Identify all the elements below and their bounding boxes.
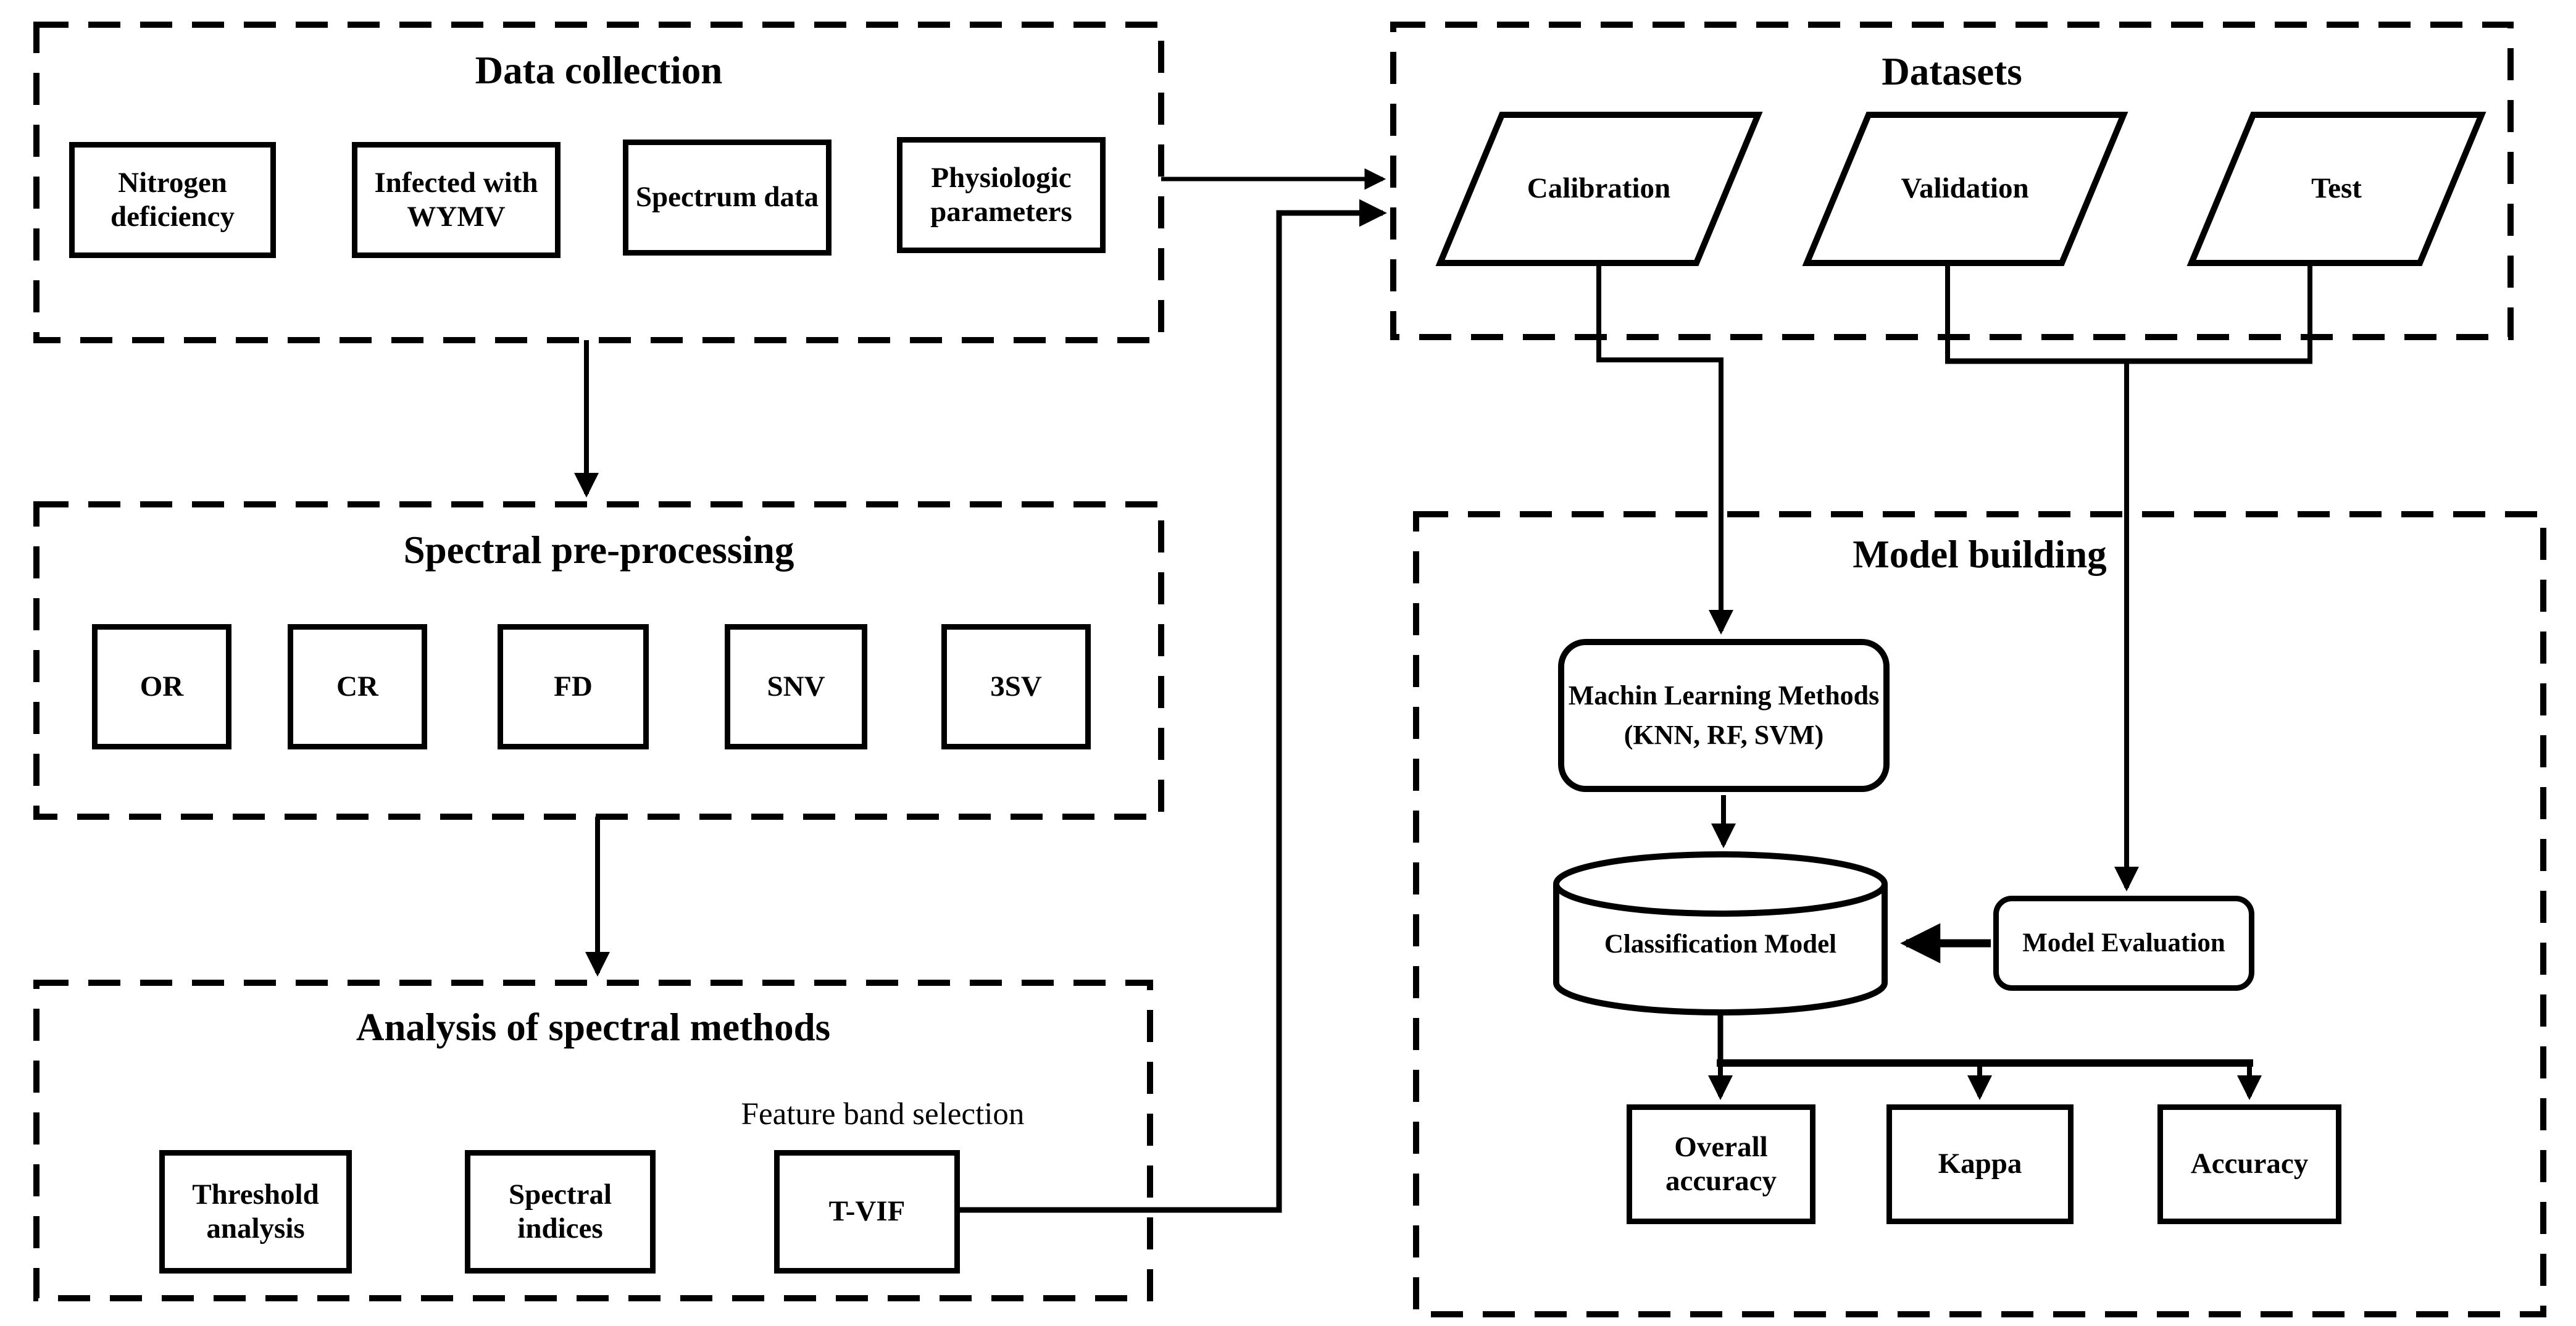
overall-accuracy-box: Overall accuracy: [1627, 1104, 1815, 1224]
data-collection-frame: [33, 22, 1164, 343]
spectral-indices-box: Spectral indices: [465, 1150, 656, 1274]
tvif-box: T-VIF: [774, 1150, 960, 1274]
kappa-box: Kappa: [1886, 1104, 2074, 1224]
arrow-tvif-to-datasets: [960, 199, 1387, 1213]
or-box: OR: [92, 624, 231, 749]
nitrogen-deficiency-box: Nitrogen deficiency: [69, 142, 276, 258]
cr-box: CR: [288, 624, 427, 749]
datasets-frame: [1390, 22, 2514, 340]
calibration-parallelogram: [1435, 112, 1763, 266]
snv-box: SNV: [725, 624, 867, 749]
classification-cylinder-body: [1553, 884, 1888, 1015]
threshold-analysis-box: Threshold analysis: [159, 1150, 352, 1274]
test-parallelogram: [2186, 112, 2486, 266]
datasets-title: Datasets: [1882, 50, 2022, 93]
analysis-frame: [33, 980, 1153, 1301]
accuracy-box: Accuracy: [2157, 1104, 2341, 1224]
ml-methods-box: Machin Learning Methods (KNN, RF, SVM): [1558, 639, 1890, 792]
physiologic-parameters-box: Physiologic parameters: [897, 137, 1106, 253]
spectrum-data-box: Spectrum data: [623, 140, 832, 256]
classification-cylinder-top: [1553, 851, 1888, 917]
model-building-title: Model building: [1853, 533, 2107, 576]
arrow-calibration-to-ml: [1596, 263, 1733, 635]
infected-wymv-box: Infected with WYMV: [352, 142, 561, 258]
validation-parallelogram: [1802, 112, 2128, 266]
fd-box: FD: [498, 624, 649, 749]
preprocessing-title: Spectral pre-processing: [403, 528, 794, 572]
analysis-title: Analysis of spectral methods: [356, 1006, 831, 1049]
data-collection-title: Data collection: [475, 49, 723, 92]
model-building-frame: [1413, 511, 2546, 1317]
3sv-box: 3SV: [941, 624, 1091, 749]
model-evaluation-box: Model Evaluation: [1993, 896, 2254, 991]
